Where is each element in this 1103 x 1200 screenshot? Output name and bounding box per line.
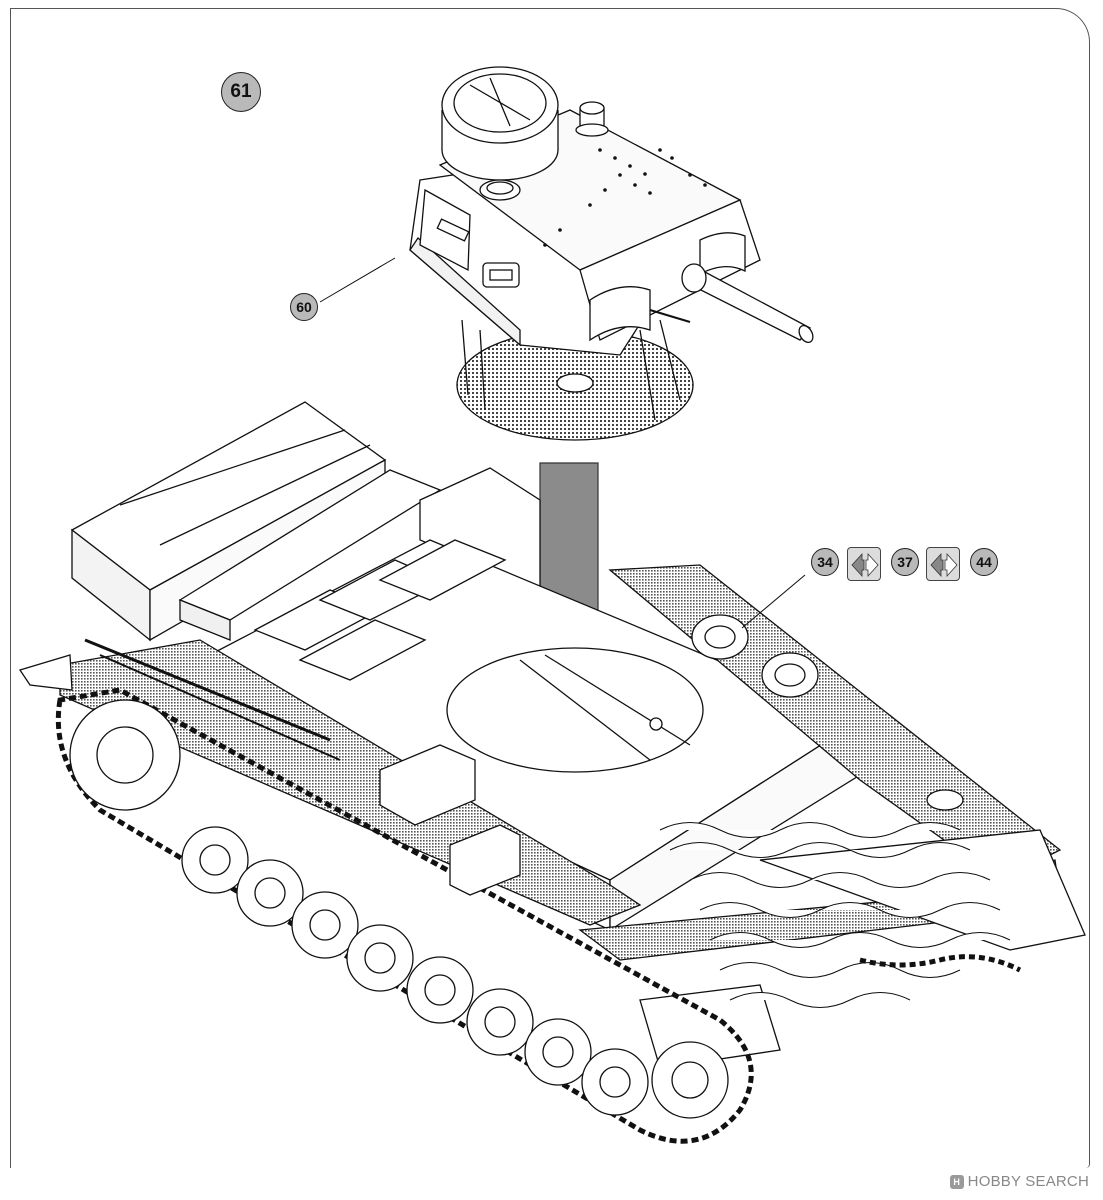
road-wheels	[181, 826, 649, 1116]
part-34-callout: 34	[811, 548, 839, 576]
left-track	[55, 687, 754, 1144]
part-44-callout: 44	[970, 548, 998, 576]
turret-ring-opening	[446, 647, 704, 773]
hull-assembly	[18, 401, 1086, 1144]
spare-track-links	[659, 822, 1011, 1008]
part-37-callout: 37	[891, 548, 919, 576]
turret-assembly	[409, 66, 814, 441]
watermark: H HOBBY SEARCH	[949, 1173, 1089, 1190]
flip-arrows-icon	[926, 547, 960, 581]
main-gun-barrel	[681, 263, 814, 344]
part-60-callout: 60	[290, 293, 318, 321]
instruction-sheet-frame	[10, 8, 1090, 1168]
flip-arrows-icon	[847, 547, 881, 581]
hobby-search-logo-icon: H	[949, 1174, 964, 1189]
step-number-callout: 61	[221, 72, 261, 112]
right-track	[859, 954, 1022, 973]
watermark-text: HOBBY SEARCH	[967, 1173, 1089, 1190]
